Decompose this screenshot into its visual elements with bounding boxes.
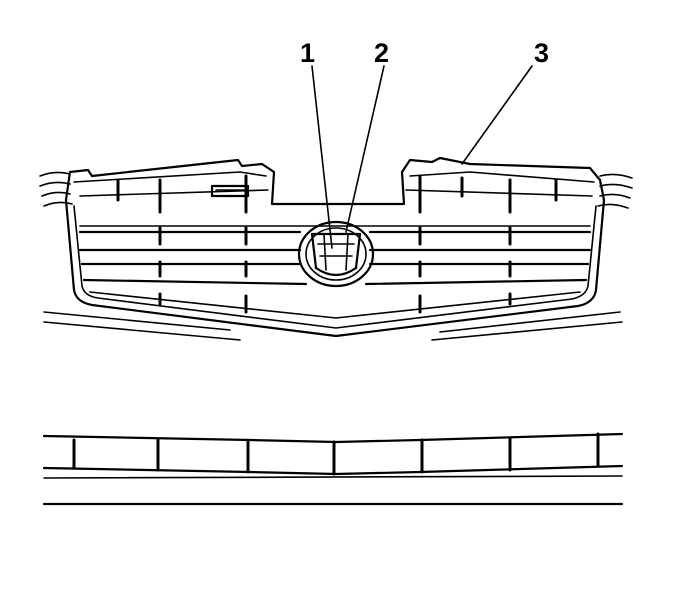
bumper xyxy=(42,432,624,506)
leader-lines xyxy=(311,65,533,249)
callout-label-3: 3 xyxy=(534,38,549,68)
grille-frame xyxy=(64,156,606,338)
leader-line-1 xyxy=(311,65,333,249)
leader-line-2 xyxy=(345,65,385,233)
callout-label-1: 1 xyxy=(300,38,315,68)
fascia-lines xyxy=(43,311,623,341)
grille-bars xyxy=(78,174,592,319)
emblem xyxy=(297,220,375,288)
leader-line-3 xyxy=(461,65,533,165)
callout-label-2: 2 xyxy=(374,38,389,68)
